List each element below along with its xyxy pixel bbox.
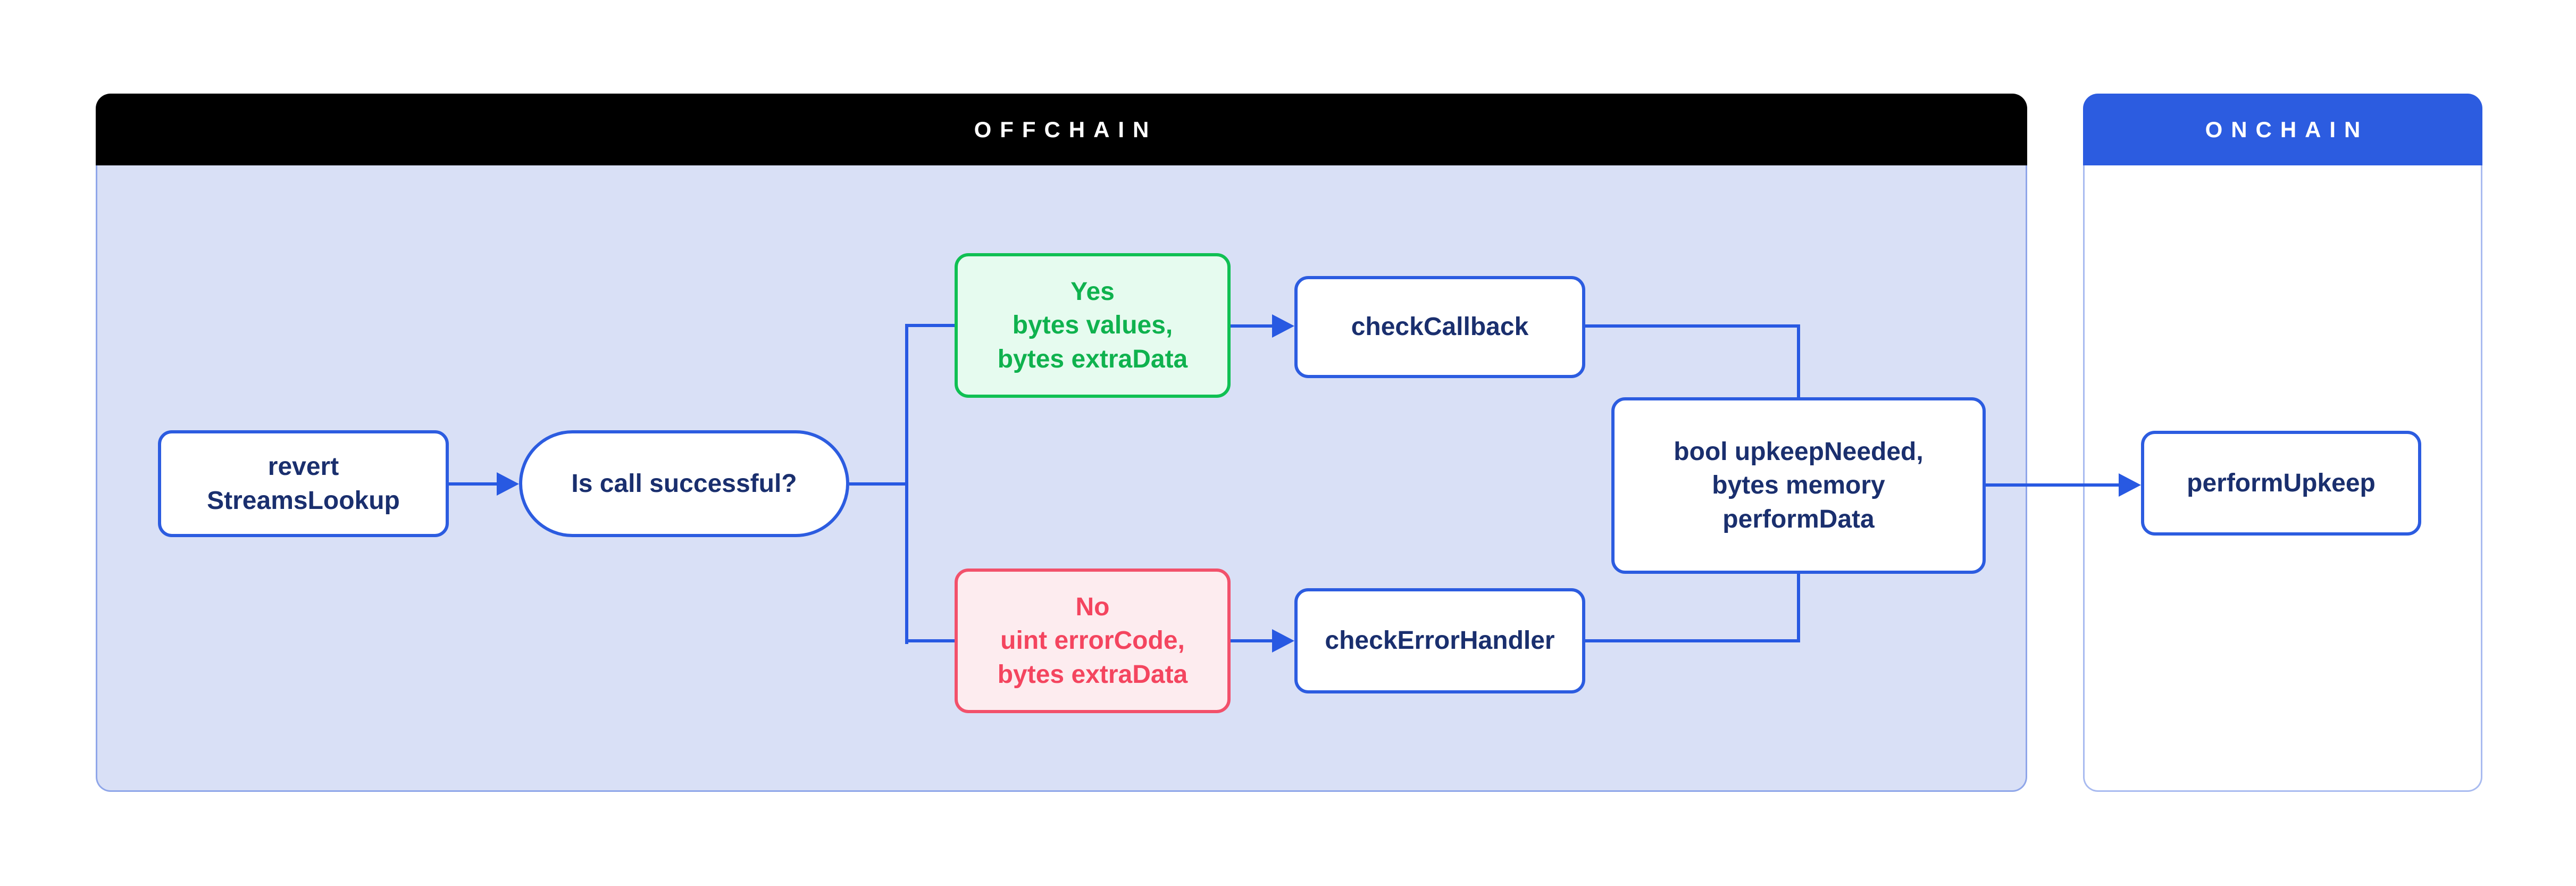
node-label-line: performData [1722,505,1875,533]
node-label-line: Yes [1070,277,1115,306]
node-label-line: performUpkeep [2187,469,2376,497]
offchain-header-label: OFFCHAIN [974,116,1158,142]
arrowhead-into-decision [497,472,519,496]
node-yes-branch: Yes bytes values, bytes extraData [955,253,1231,398]
node-label-line: StreamsLookup [207,486,400,515]
connector-branch-to-no [905,639,955,642]
node-checkerrorhandler: checkErrorHandler [1294,588,1585,693]
connector-up-into-result [1797,574,1800,642]
node-upkeep-result: bool upkeepNeeded, bytes memory performD… [1611,397,1986,574]
connector-result-to-performupkeep [1986,483,2119,487]
node-label-line: Is call successful? [571,469,797,498]
connector-yes-to-checkcallback [1231,324,1274,328]
connector-checkcallback-out [1585,324,1800,328]
connector-no-to-checkerrorhandler [1231,639,1274,642]
connector-revert-to-decision [449,482,499,486]
connector-branch-to-yes [905,324,955,327]
node-label-line: checkCallback [1351,313,1529,341]
node-label-line: bytes values, [1012,311,1173,340]
onchain-header-label: ONCHAIN [2205,116,2369,142]
node-performupkeep: performUpkeep [2141,431,2421,536]
node-label-line: bytes memory [1712,471,1885,500]
node-label-line: bool upkeepNeeded, [1674,437,1923,466]
node-no-branch: No uint errorCode, bytes extraData [955,569,1231,713]
node-is-call-successful: Is call successful? [519,430,849,537]
node-label-line: checkErrorHandler [1325,626,1555,655]
arrowhead-into-checkerrorhandler [1272,629,1294,653]
arrowhead-into-performupkeep [2119,473,2141,497]
node-label-line: bytes extraData [997,660,1188,689]
node-label-line: revert [267,453,339,481]
node-label-line: No [1075,592,1110,621]
node-label-line: uint errorCode, [1000,626,1185,655]
connector-decision-to-branch [849,482,908,486]
branch-vertical-line [905,324,908,644]
connector-checkerrorhandler-out [1585,639,1800,642]
connector-down-into-result [1797,324,1800,397]
offchain-header: OFFCHAIN [96,94,2027,165]
onchain-header: ONCHAIN [2083,94,2482,165]
arrowhead-into-checkcallback [1272,314,1294,338]
node-checkcallback: checkCallback [1294,276,1585,378]
node-label-line: bytes extraData [997,345,1188,373]
node-revert-streamslookup: revert StreamsLookup [158,430,449,537]
